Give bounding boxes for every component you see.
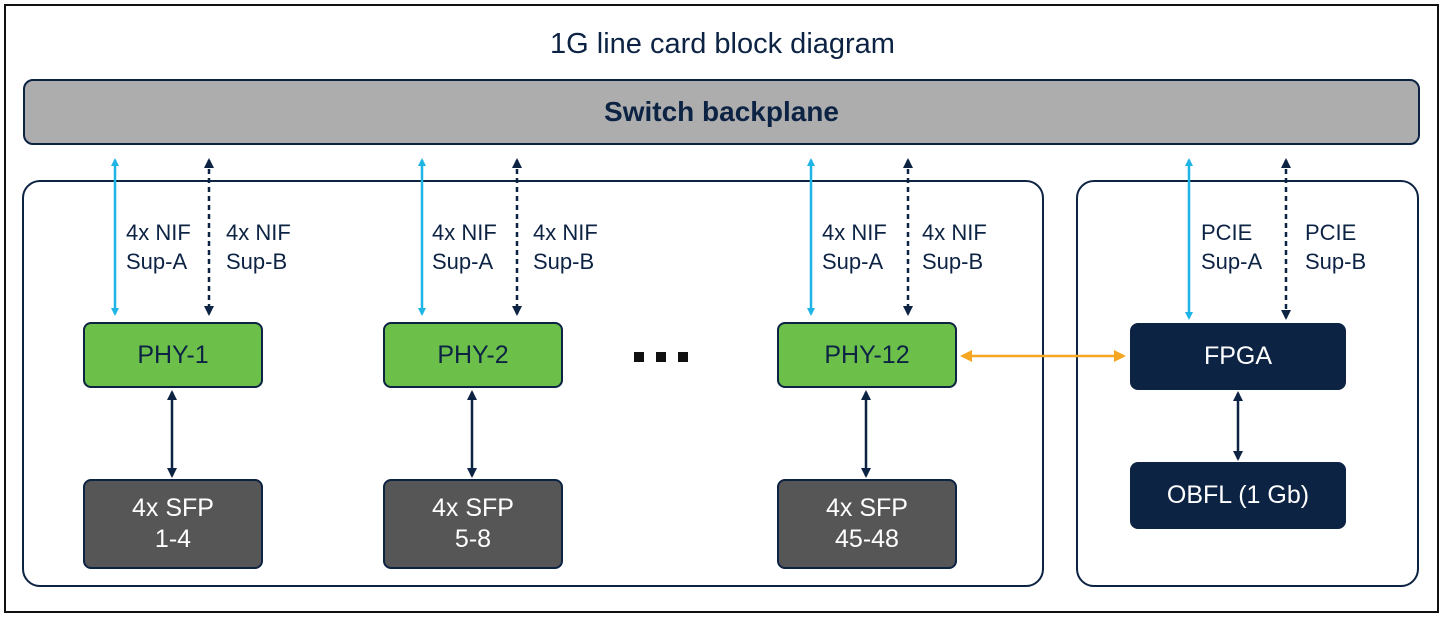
phy-12-label: PHY-12 <box>824 340 910 369</box>
fpga-block: FPGA <box>1130 323 1346 390</box>
switch-backplane-label: Switch backplane <box>604 96 839 127</box>
phy-2-label: PHY-2 <box>437 340 509 369</box>
diagram-title: 1G line card block diagram <box>550 28 895 60</box>
phy-12-block: PHY-12 <box>777 322 957 388</box>
ellipsis <box>634 352 688 362</box>
switch-backplane: Switch backplane <box>23 79 1420 145</box>
obfl-block: OBFL (1 Gb) <box>1130 462 1346 529</box>
fpga-label: FPGA <box>1203 342 1273 370</box>
phy-1-block: PHY-1 <box>83 322 263 388</box>
obfl-label: OBFL (1 Gb) <box>1166 481 1310 509</box>
phy-1-label: PHY-1 <box>137 340 209 369</box>
diagram-frame <box>4 4 1439 613</box>
phy-2-block: PHY-2 <box>383 322 563 388</box>
